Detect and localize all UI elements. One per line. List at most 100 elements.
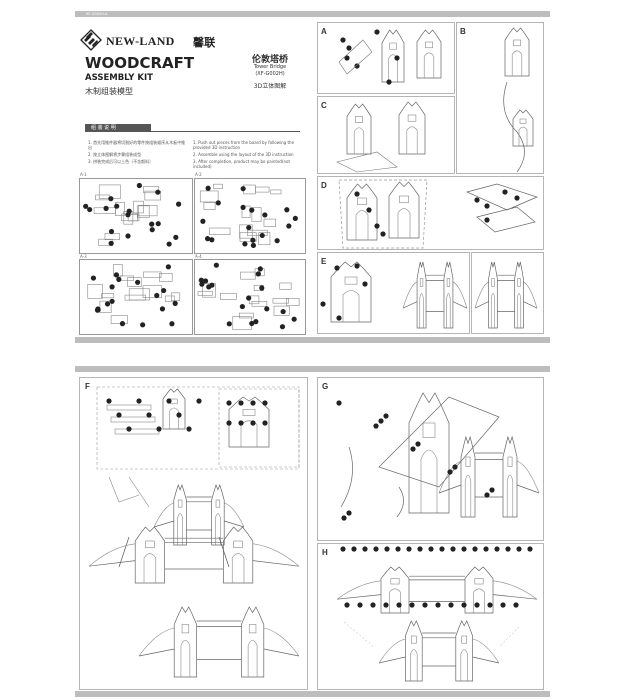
callout-dot xyxy=(447,469,453,475)
part-number-dot xyxy=(116,276,122,282)
page1-top-bar xyxy=(75,11,550,17)
step-label-e: E xyxy=(321,257,327,266)
part-number-dot xyxy=(166,241,172,247)
part-number-dot xyxy=(109,298,115,304)
part-outline xyxy=(88,560,300,567)
puzzle-type-cn: 3D立体图解 xyxy=(253,83,287,90)
part-outline xyxy=(388,181,420,239)
part-outline xyxy=(330,261,372,323)
callout-dot xyxy=(370,602,376,608)
callout-dot xyxy=(472,546,478,552)
callout-dot xyxy=(474,197,480,203)
part-outline xyxy=(251,207,262,222)
callout-dot xyxy=(489,487,495,493)
part-outline xyxy=(336,594,538,600)
part-outline xyxy=(143,271,162,278)
callout-dot xyxy=(354,63,360,69)
callout-dot xyxy=(357,602,363,608)
part-number-dot xyxy=(165,264,172,270)
part-outline xyxy=(507,456,513,467)
callout-dot xyxy=(196,398,202,404)
instruction-cn-2: 2. 按立体图解将步骤组装成型 xyxy=(88,152,142,157)
page1-bottom-bar xyxy=(75,337,550,343)
part-number-dot xyxy=(240,186,246,192)
board-a1 xyxy=(79,178,193,254)
part-number-dot xyxy=(264,306,270,312)
part-outline xyxy=(223,526,254,584)
part-number-dot xyxy=(215,200,221,206)
part-number-dot xyxy=(206,284,212,290)
part-number-dot xyxy=(253,319,259,325)
part-outline xyxy=(402,281,468,309)
part-outline xyxy=(446,278,451,287)
part-outline xyxy=(228,396,270,448)
part-number-dot xyxy=(226,321,232,327)
part-outline xyxy=(128,288,150,301)
part-outline xyxy=(197,290,213,296)
callout-dot xyxy=(417,546,423,552)
callout-dot xyxy=(373,546,379,552)
part-number-dot xyxy=(104,301,111,307)
callout-dot xyxy=(373,423,379,429)
part-number-dot xyxy=(155,221,161,227)
callout-dot xyxy=(186,426,192,432)
part-outline xyxy=(164,295,175,302)
part-outline xyxy=(475,452,503,460)
part-number-dot xyxy=(125,233,131,239)
part-outline xyxy=(465,456,471,467)
callout-dot xyxy=(336,315,342,321)
callout-dot xyxy=(483,546,489,552)
part-outline xyxy=(443,261,454,329)
part-outline xyxy=(516,293,522,328)
product-title: WOODCRAFT xyxy=(85,54,195,72)
instruction-cn-3: 3. 拼装完成后可以上色（不含颜料） xyxy=(88,159,154,164)
part-outline xyxy=(378,656,500,664)
part-outline xyxy=(419,278,424,287)
part-outline xyxy=(144,190,161,201)
part-outline xyxy=(438,484,540,494)
callout-dot xyxy=(395,546,401,552)
callout-dot xyxy=(514,195,520,201)
part-number-dot xyxy=(204,236,211,242)
instruction-en-2: 2. Assemble using the layout of the 3D i… xyxy=(193,152,294,157)
product-name-en: Tower Bridge xyxy=(253,64,287,70)
callout-dot xyxy=(262,400,268,406)
part-outline xyxy=(209,227,231,235)
callout-dot xyxy=(513,602,519,608)
callout-dot xyxy=(146,412,152,418)
callout-dot xyxy=(410,446,416,452)
part-number-dot xyxy=(250,237,256,243)
callout-dot xyxy=(346,45,352,51)
brand-logo-icon xyxy=(80,29,102,51)
part-outline xyxy=(170,398,178,405)
callout-dot xyxy=(374,223,380,229)
instruction-en-3: 3. After completion, product may be pain… xyxy=(193,159,291,169)
board-label-a3: A-3 xyxy=(80,254,87,259)
part-outline xyxy=(465,183,538,211)
part-number-dot xyxy=(103,205,109,212)
callout-dot xyxy=(354,191,360,197)
part-outline xyxy=(248,624,257,634)
part-outline xyxy=(491,278,495,287)
part-outline xyxy=(378,396,500,488)
part-number-dot xyxy=(155,189,161,195)
callout-dot xyxy=(383,602,389,608)
part-outline xyxy=(242,409,256,416)
callout-dot xyxy=(340,546,346,552)
callout-dot xyxy=(452,464,458,470)
part-outline xyxy=(346,103,372,155)
page2-bottom-bar xyxy=(75,691,550,697)
callout-dot xyxy=(383,413,389,419)
callout-dot xyxy=(384,546,390,552)
callout-dot xyxy=(354,263,360,269)
step-label-d: D xyxy=(321,181,327,190)
callout-dot xyxy=(126,426,132,432)
callout-dot xyxy=(250,420,256,426)
part-outline xyxy=(488,261,498,329)
part-number-dot xyxy=(87,206,93,213)
part-outline xyxy=(211,483,225,546)
steps-a-e-drawing xyxy=(320,27,538,329)
part-outline xyxy=(162,388,186,430)
part-number-dot xyxy=(274,238,280,244)
part-outline xyxy=(199,190,219,203)
